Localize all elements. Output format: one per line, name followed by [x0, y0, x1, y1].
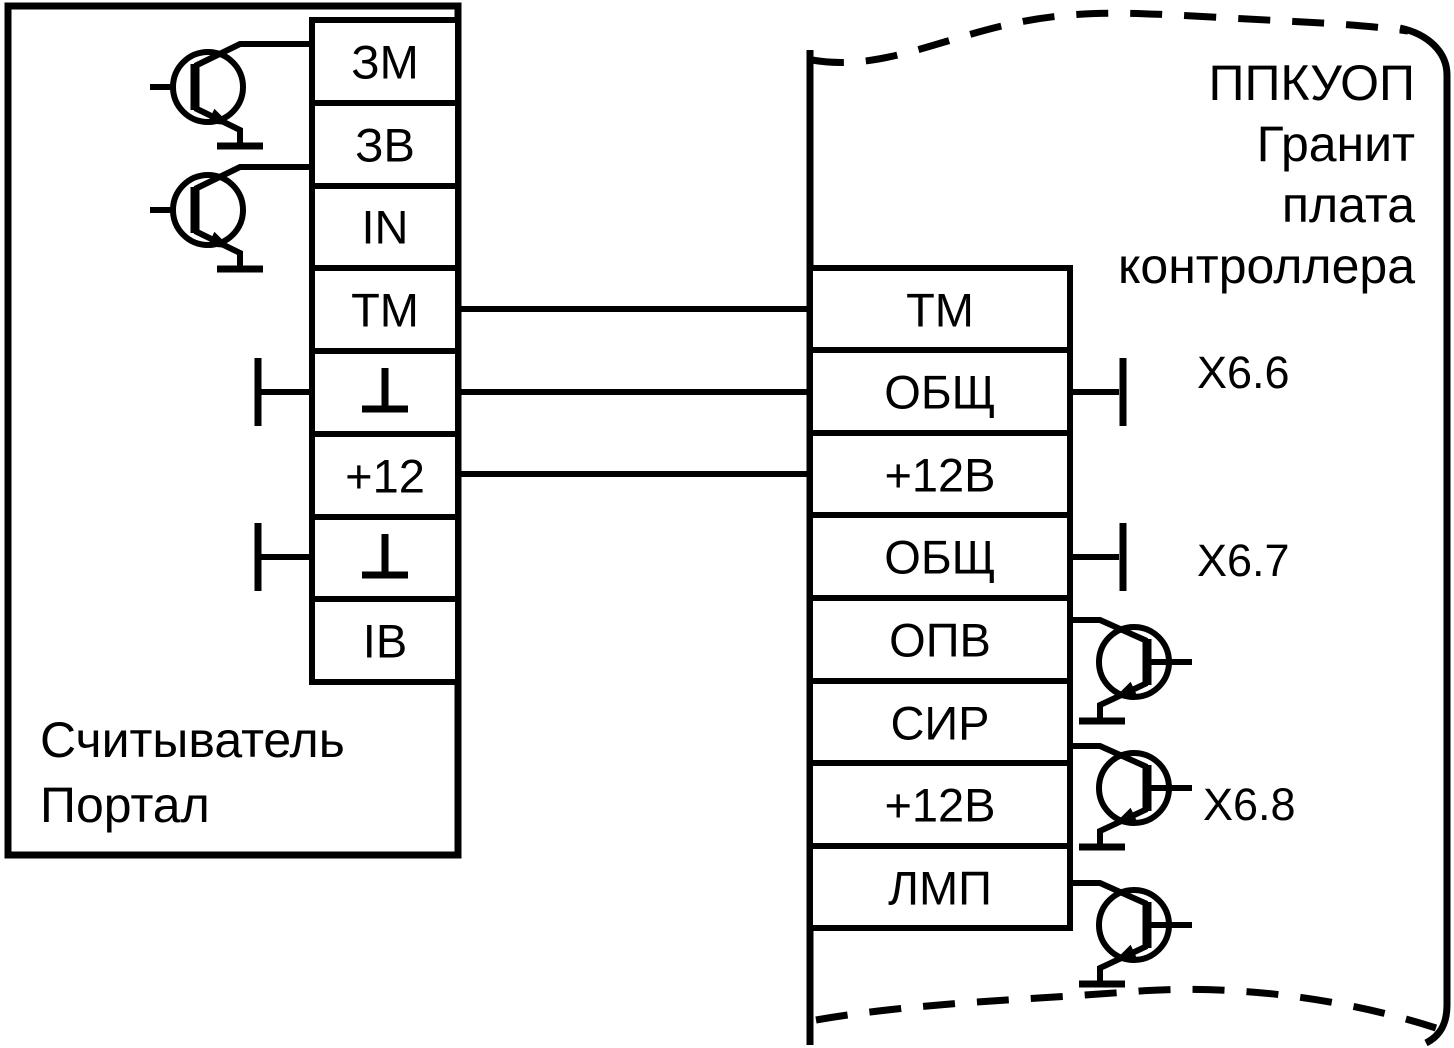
panel-dashed-border-top: [811, 9, 1409, 66]
transistor-icon: [150, 164, 312, 273]
panel-name-line3: плата: [1282, 177, 1415, 233]
terminal-label: ЛМП: [888, 862, 992, 915]
emitter-arrow: [207, 108, 231, 126]
terminal-label: ТМ: [906, 284, 974, 337]
wires: [458, 306, 810, 477]
panel-name-line4: контроллера: [1118, 238, 1415, 294]
transistor-icon: [1070, 743, 1192, 851]
ground-symbol-icon: [362, 534, 408, 579]
terminal-label: ТМ: [351, 284, 419, 337]
ground-symbol-icon: [362, 368, 408, 413]
terminal-cell: [807, 347, 1073, 436]
reader-box: Считыватель Портал: [4, 2, 462, 859]
transistor-icon: [1070, 617, 1192, 725]
terminal-label: СИР: [890, 697, 989, 750]
emitter-arrow: [1114, 807, 1138, 825]
contact-bar-icon: [1070, 358, 1127, 426]
connector-label-x6-7: X6.7: [1197, 535, 1290, 586]
transistor-icon: [150, 41, 312, 150]
terminal-cell: [807, 843, 1073, 931]
panel-title: ППКУОП Гранит плата контроллера: [1118, 55, 1415, 294]
connector-label-x6-6: X6.6: [1197, 347, 1290, 398]
terminal-label: +12: [345, 450, 425, 503]
terminal-cell: [309, 17, 461, 106]
terminal-label: ОБЩ: [884, 531, 995, 584]
panel-dashed-border-bottom: [815, 985, 1438, 1032]
emitter-arrow: [1114, 944, 1138, 962]
emitter-arrow: [1114, 681, 1138, 699]
contact-bar-icon: [1070, 523, 1127, 591]
terminal-label: ОБЩ: [884, 366, 995, 419]
reader-terminal-strip: ЗМ ЗВ IN ТМ +12 IB: [309, 17, 461, 685]
contact-bar-icon: [254, 523, 312, 591]
contact-bar-icon: [254, 358, 312, 426]
emitter-arrow: [207, 231, 231, 249]
terminal-label: ОПВ: [889, 614, 991, 667]
terminal-label: +12В: [884, 449, 995, 502]
terminal-label: +12В: [884, 779, 995, 832]
terminal-label: ЗВ: [355, 119, 415, 172]
panel-name-line1: ППКУОП: [1209, 55, 1416, 111]
reader-name-line2: Портал: [40, 777, 210, 833]
panel-name-line2: Гранит: [1257, 116, 1415, 172]
connector-label-x6-8: X6.8: [1203, 779, 1296, 830]
terminal-cell: [309, 100, 461, 189]
reader-name-line1: Считыватель: [40, 712, 345, 768]
transistor-icon: [1070, 880, 1192, 988]
terminal-label: IB: [363, 615, 407, 668]
terminal-cell: [309, 596, 461, 685]
terminal-label: IN: [362, 201, 409, 254]
panel-right-border: [1399, 24, 1451, 1047]
panel-terminal-strip: ТМ ОБЩ +12В ОБЩ ОПВ СИР +12В ЛМП: [807, 265, 1073, 931]
terminal-label: ЗМ: [351, 36, 419, 89]
